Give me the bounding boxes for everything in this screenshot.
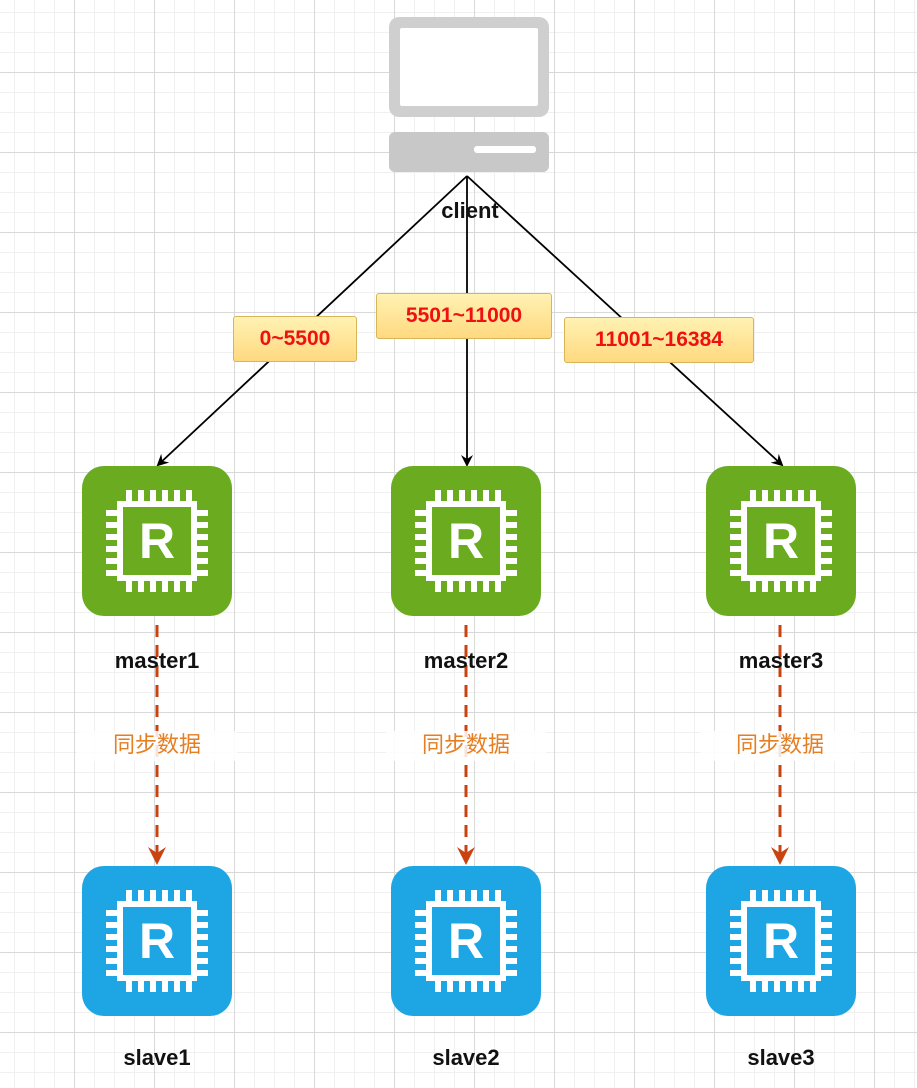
- range-label-3: 11001~16384: [564, 317, 754, 363]
- sync-label-3: 同步数据: [700, 731, 860, 761]
- master2-label: master2: [423, 648, 509, 673]
- range-label-1: 0~5500: [233, 316, 357, 362]
- master2-redis-icon: R: [391, 466, 541, 616]
- client-label: client: [441, 198, 499, 223]
- master1-redis-icon: R: [82, 466, 232, 616]
- master1-label: master1: [114, 648, 200, 673]
- slave3-redis-icon: R: [706, 866, 856, 1016]
- chip-letter: R: [448, 913, 484, 969]
- client-computer-icon: [389, 17, 549, 172]
- master3-label: master3: [738, 648, 824, 673]
- sync-label-2: 同步数据: [386, 731, 546, 761]
- range-label-2: 5501~11000: [376, 293, 552, 339]
- slave2-label: slave2: [432, 1045, 500, 1070]
- chip-letter: R: [139, 513, 175, 569]
- chip-letter: R: [448, 513, 484, 569]
- slave1-label: slave1: [123, 1045, 191, 1070]
- slave3-label: slave3: [747, 1045, 815, 1070]
- chip-letter: R: [139, 913, 175, 969]
- master3-redis-icon: R: [706, 466, 856, 616]
- slave1-redis-icon: R: [82, 866, 232, 1016]
- chip-letter: R: [763, 913, 799, 969]
- chip-letter: R: [763, 513, 799, 569]
- slave2-redis-icon: R: [391, 866, 541, 1016]
- sync-label-1: 同步数据: [77, 731, 237, 761]
